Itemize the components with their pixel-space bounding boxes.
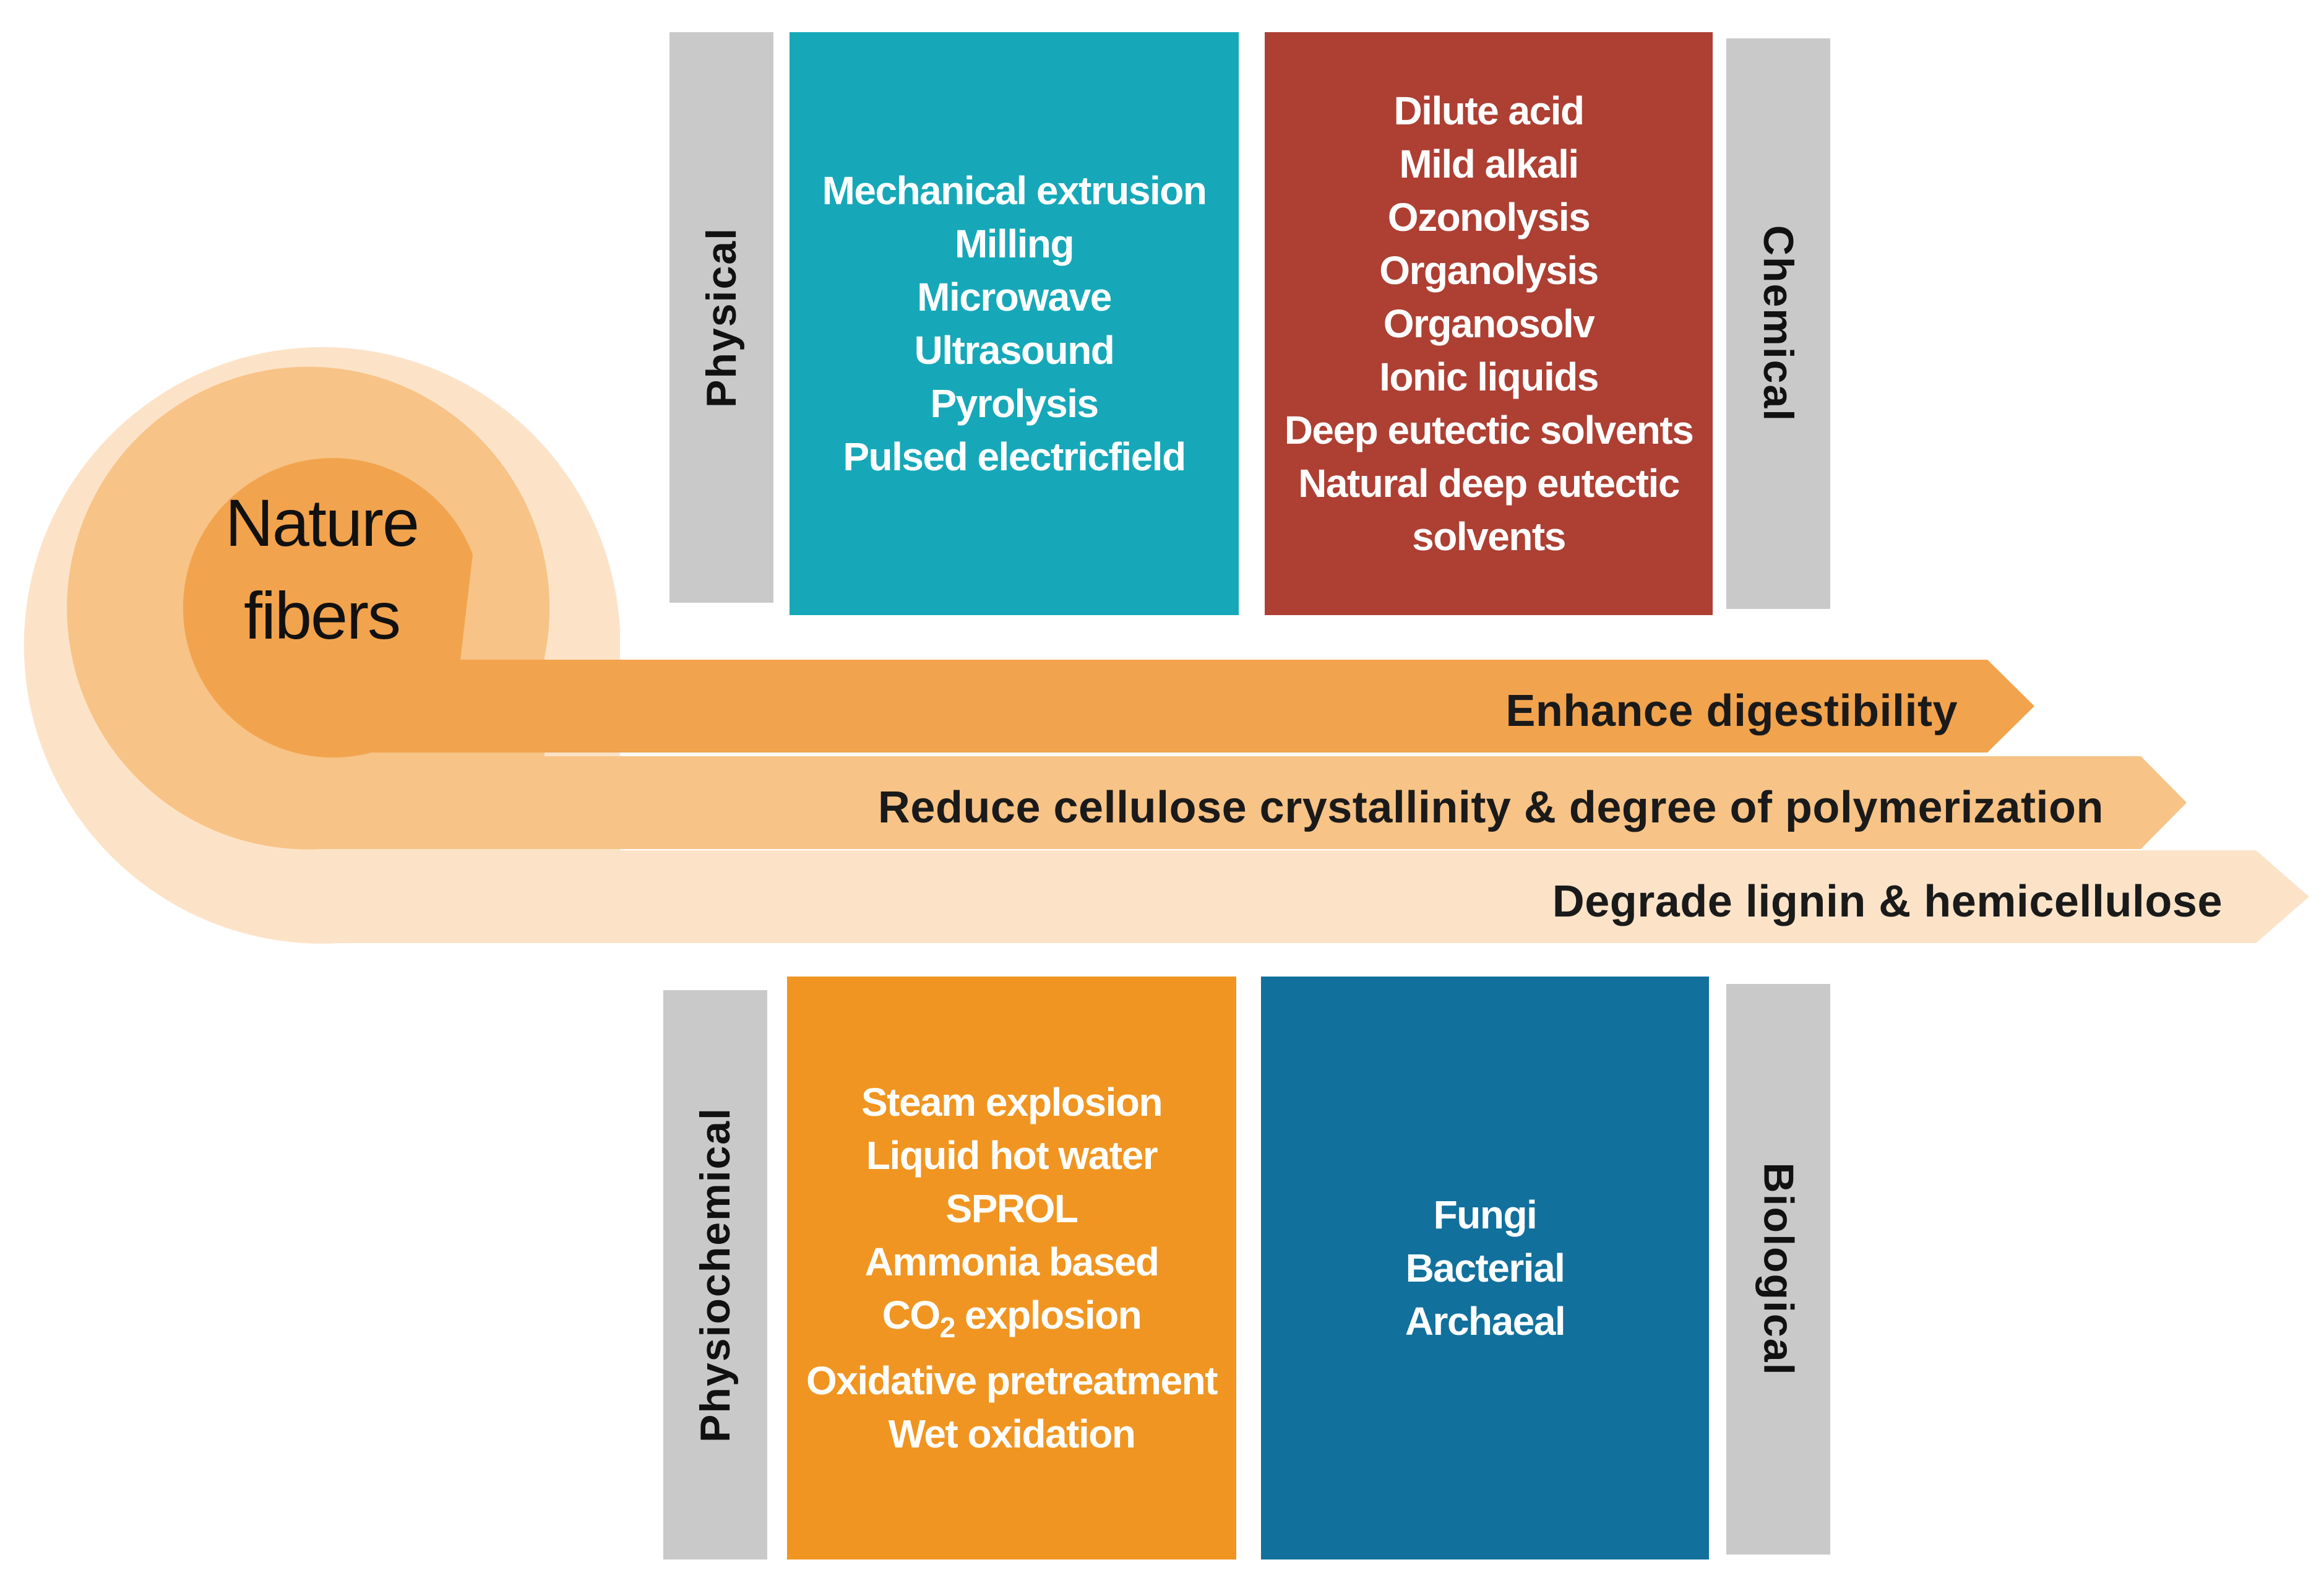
physical-method-item: Pyrolysis [930,381,1099,426]
center-label-line1: Nature [225,485,420,560]
physical-method-item: Mechanical extrusion [822,168,1207,213]
middle-ring-arrow [67,366,2187,850]
physiochemical-method-item: Steam explosion [861,1080,1163,1124]
biological-method-item: Fungi [1433,1193,1538,1237]
physical-method-item: Pulsed electricfield [843,434,1186,479]
chemical-method-item: Dilute acid [1393,88,1585,133]
chemical-tab-label: Chemical [1755,225,1802,423]
physical-tab-label: Physical [698,227,746,408]
chemical-method-item: Ionic liquids [1379,355,1599,399]
physical-method-item: Milling [954,222,1075,266]
biological-method-item: Bacterial [1405,1246,1565,1290]
arrow-label-degrade-lignin: Degrade lignin & hemicellulose [1552,877,2223,926]
physiochemical-tab: Physiochemical [663,990,767,1559]
chemical-method-item: Ozonolysis [1387,195,1591,239]
physical-tab: Physical [669,32,773,603]
arrow-label-reduce-crystallinity: Reduce cellulose crystallinity & degree … [877,783,2104,832]
physiochemical-method-item: SPROL [945,1186,1078,1231]
chemical-method-item: Organosolv [1383,301,1595,346]
chemical-method-item: Organolysis [1379,248,1599,293]
physical-method-item: Ultrasound [914,328,1115,373]
chemical-method-item: Natural deep eutectic [1298,461,1680,506]
chemical-method-item: Mild alkali [1399,142,1579,186]
physical-method-item: Microwave [917,275,1112,319]
arrow-label-enhance-digestibility: Enhance digestibility [1505,686,1958,736]
biological-method-item: Archaeal [1405,1299,1566,1344]
physiochemical-method-item: Oxidative pretreatment [806,1358,1218,1403]
physiochemical-method-item: Wet oxidation [888,1412,1136,1456]
chemical-tab: Chemical [1726,38,1830,609]
center-label: Nature fibers [179,477,464,662]
biological-tab-label: Biological [1755,1162,1802,1376]
physiochemical-tab-label: Physiochemical [692,1106,739,1443]
inner-circle-arrow [183,458,2034,758]
chemical-method-item: solvents [1412,514,1566,559]
physiochemical-method-item: CO2 explosion [882,1293,1142,1344]
physiochemical-method-item: Liquid hot water [866,1133,1158,1178]
biological-tab: Biological [1726,984,1830,1555]
physiochemical-method-item: Ammonia based [864,1240,1160,1284]
chemical-method-item: Deep eutectic solvents [1284,408,1694,452]
center-label-line2: fibers [243,578,401,653]
